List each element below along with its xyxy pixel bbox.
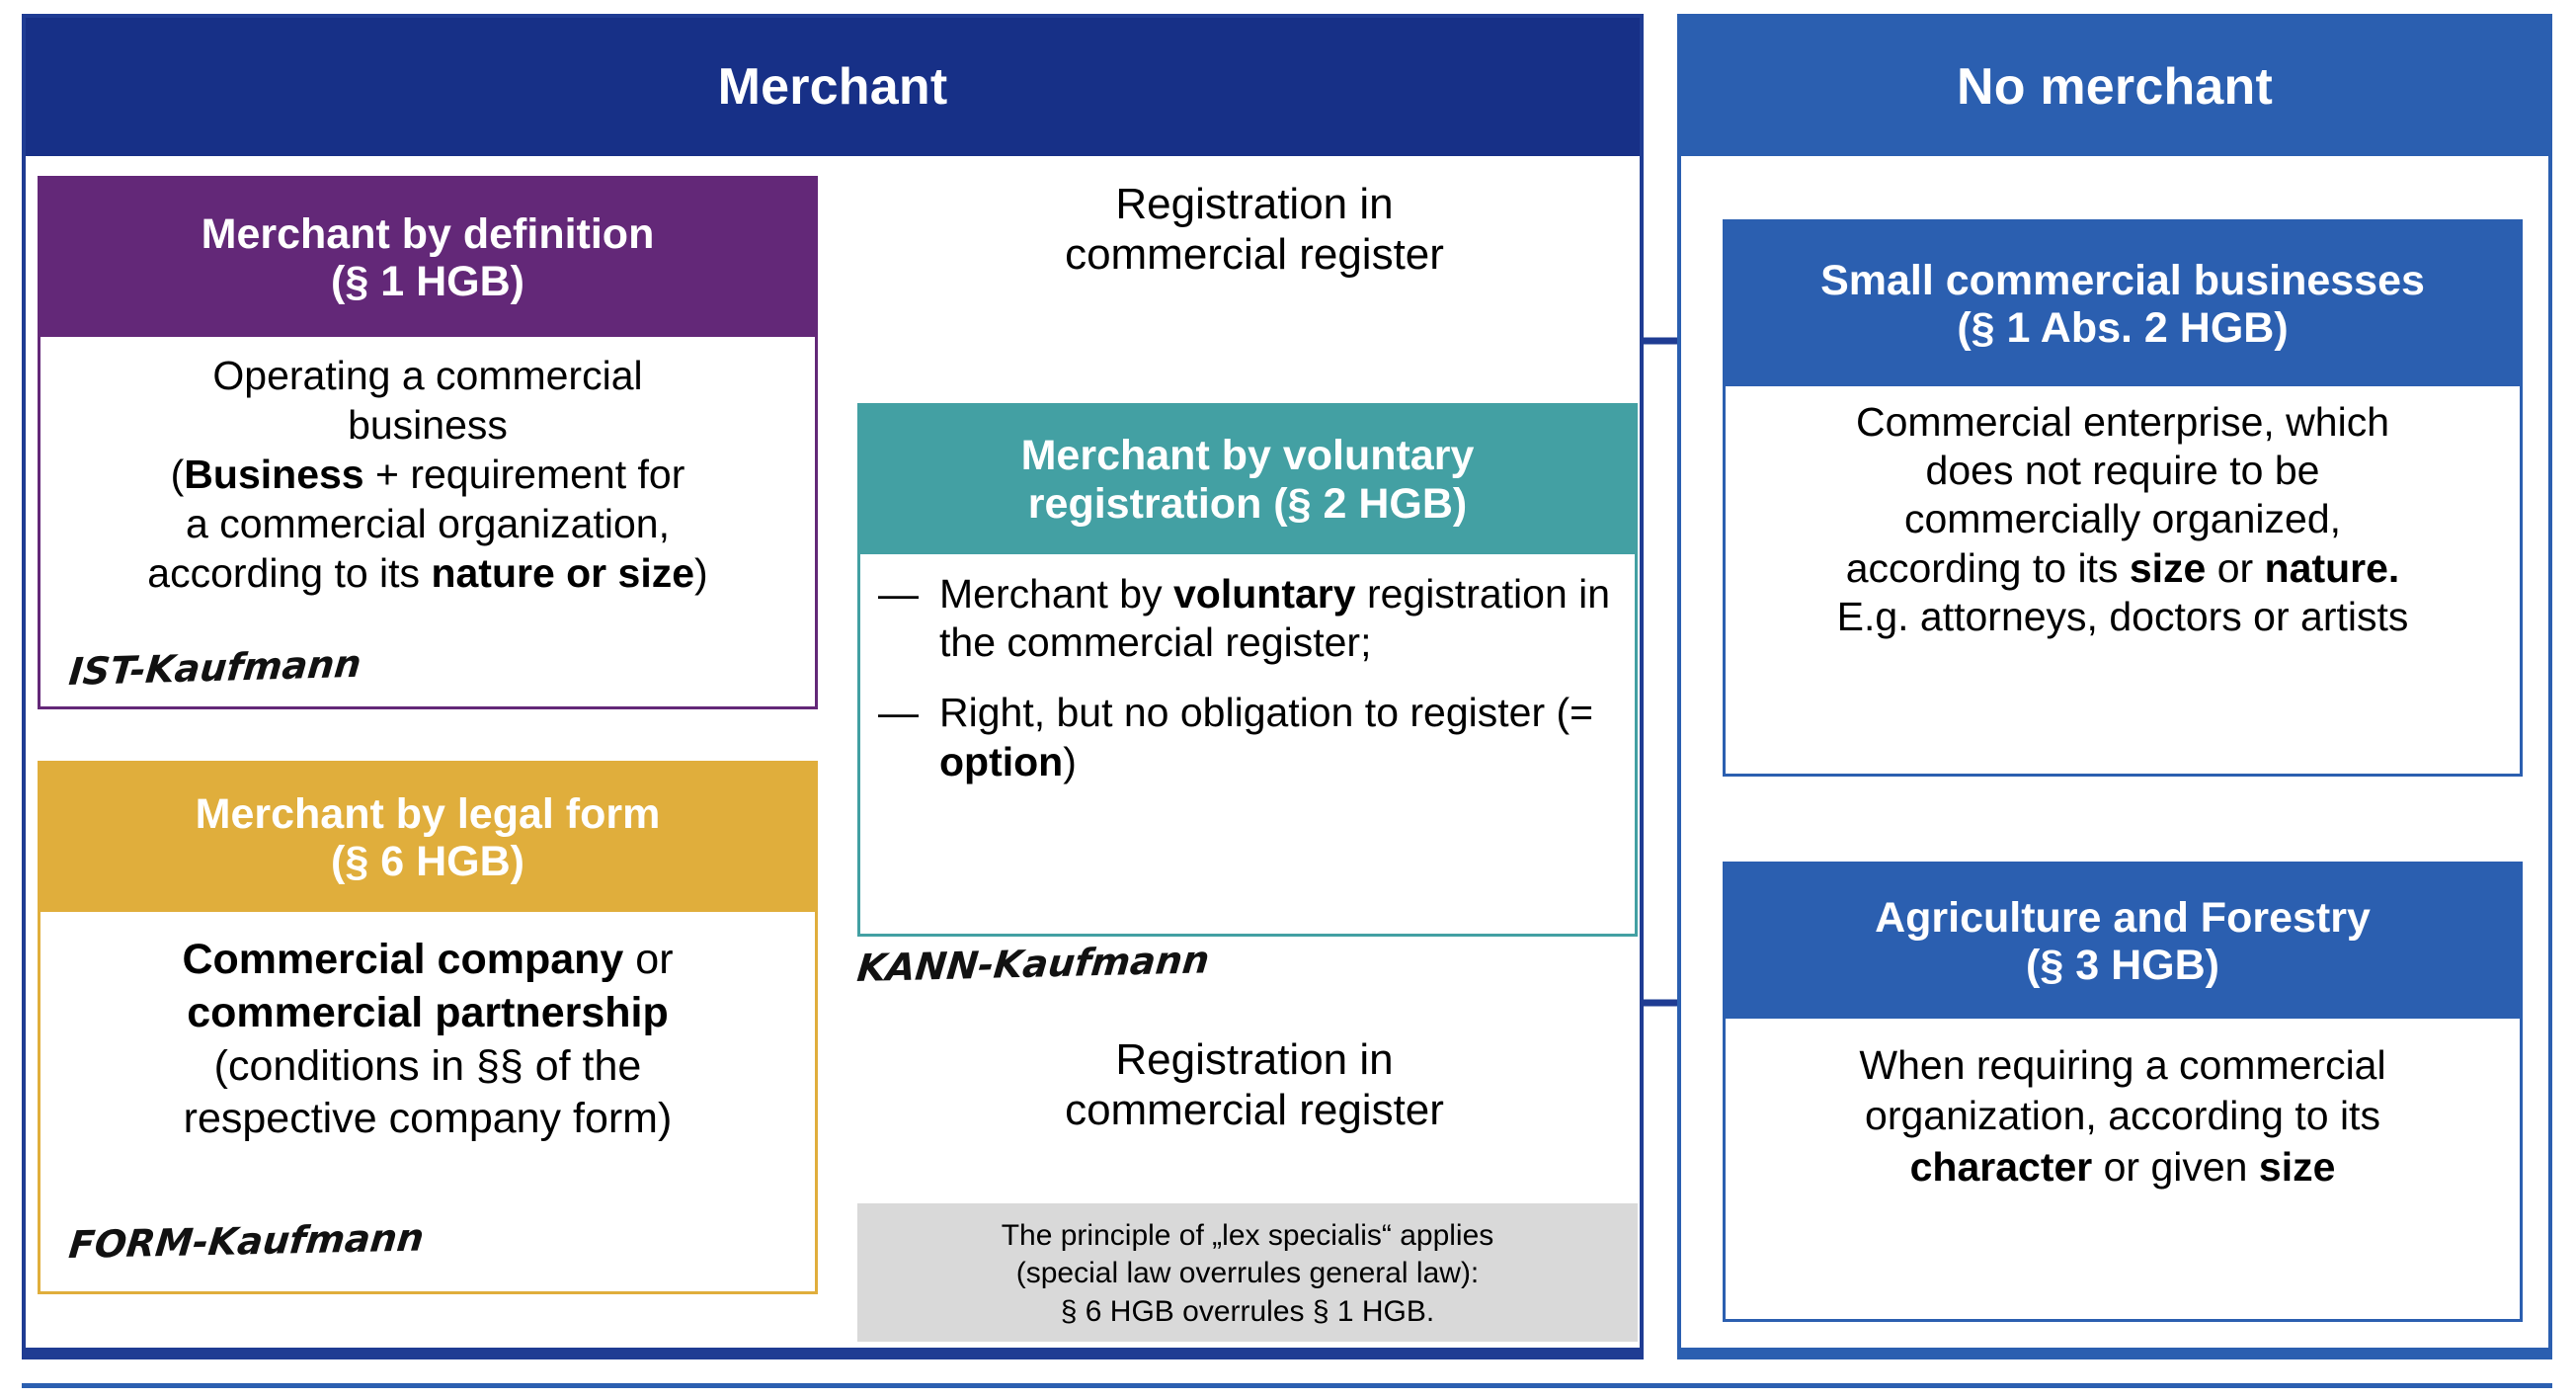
body-line-2: commercial partnership <box>187 988 669 1036</box>
list-item: — Right, but no obligation to register (… <box>878 689 1619 785</box>
body-line-4: a commercial organization, <box>186 501 670 547</box>
list-item-text: Merchant by voluntary registration in th… <box>939 571 1611 666</box>
panel-merchant-bottom-rule <box>22 1348 1644 1359</box>
body-line-3: character or given size <box>1909 1143 2336 1190</box>
body-line-2: business <box>348 402 508 449</box>
body-line-4: according to its size or nature. <box>1845 544 2400 591</box>
card-title-line2: registration (§ 2 HGB) <box>1027 480 1468 528</box>
panel-no-merchant-title: No merchant <box>1681 18 2548 156</box>
card-agriculture-and-forestry: Agriculture and Forestry (§ 3 HGB) When … <box>1723 862 2523 1322</box>
list-item: — Merchant by voluntary registration in … <box>878 570 1619 667</box>
body-line-5: E.g. attorneys, doctors or artists <box>1836 593 2409 639</box>
body-line-2: organization, according to its <box>1865 1093 2380 1139</box>
label-registration-bottom-line1: Registration in <box>1115 1035 1394 1084</box>
label-registration-top: Registration in commercial register <box>948 180 1561 280</box>
body-line-1: Commercial enterprise, which <box>1855 399 2389 445</box>
body-line-4: respective company form) <box>183 1095 673 1143</box>
card-title-line1: Merchant by voluntary <box>1020 431 1475 479</box>
card-agriculture-and-forestry-body: When requiring a commercial organization… <box>1726 1019 2520 1319</box>
label-registration-bottom-line2: commercial register <box>1065 1085 1444 1134</box>
card-merchant-by-voluntary-registration: Merchant by voluntary registration (§ 2 … <box>857 403 1638 937</box>
body-line-1: Commercial company or <box>182 936 674 983</box>
card-merchant-by-legal-form-header: Merchant by legal form (§ 6 HGB) <box>40 764 815 912</box>
card-merchant-by-voluntary-registration-header: Merchant by voluntary registration (§ 2 … <box>860 406 1635 554</box>
card-merchant-by-definition-header: Merchant by definition (§ 1 HGB) <box>40 179 815 337</box>
note-line-3: § 6 HGB overrules § 1 HGB. <box>1060 1294 1435 1328</box>
card-merchant-by-legal-form-body: Commercial company or commercial partner… <box>40 912 815 1291</box>
handwritten-annotation-kann-kaufmann: KANN-Kaufmann <box>854 938 1212 991</box>
list-item-text: Right, but no obligation to register (= … <box>939 690 1594 784</box>
body-line-3: (conditions in §§ of the <box>213 1041 642 1090</box>
body-line-5: according to its nature or size) <box>147 550 708 597</box>
note-line-2: (special law overrules general law): <box>1015 1257 1480 1290</box>
handwritten-annotation-form-kaufmann: FORM-Kaufmann <box>66 1215 427 1268</box>
body-line-2: does not require to be <box>1925 448 2320 494</box>
card-title-line2: (§ 1 HGB) <box>331 258 524 305</box>
label-registration-bottom: Registration in commercial register <box>948 1035 1561 1135</box>
panel-no-merchant-bottom-rule <box>1677 1348 2552 1359</box>
card-title-line1: Small commercial businesses <box>1820 256 2425 304</box>
body-line-3: commercially organized, <box>1903 496 2342 542</box>
body-line-3: (Business + requirement for <box>170 452 685 498</box>
slide-bottom-rule <box>22 1383 2552 1388</box>
card-small-commercial-businesses: Small commercial businesses (§ 1 Abs. 2 … <box>1723 219 2523 777</box>
card-title-line1: Merchant by definition <box>201 209 655 258</box>
note-lex-specialis: The principle of „lex specialis“ applies… <box>857 1203 1638 1342</box>
card-title-line1: Agriculture and Forestry <box>1875 893 2371 942</box>
dash-bullet-icon: — <box>878 571 919 617</box>
card-title-line2: (§ 1 Abs. 2 HGB) <box>1957 304 2289 352</box>
card-small-commercial-businesses-body: Commercial enterprise, which does not re… <box>1726 386 2520 774</box>
card-title-line2: (§ 6 HGB) <box>331 838 524 885</box>
handwritten-annotation-ist-kaufmann: IST-Kaufmann <box>66 641 363 695</box>
label-registration-top-line2: commercial register <box>1065 229 1444 279</box>
dash-bullet-icon: — <box>878 690 919 736</box>
body-line-1: Operating a commercial <box>212 353 643 398</box>
card-merchant-by-legal-form: Merchant by legal form (§ 6 HGB) Commerc… <box>38 761 818 1294</box>
note-line-1: The principle of „lex specialis“ applies <box>1001 1219 1494 1252</box>
panel-merchant-title: Merchant <box>26 18 1640 156</box>
card-small-commercial-businesses-header: Small commercial businesses (§ 1 Abs. 2 … <box>1726 222 2520 386</box>
card-title-line1: Merchant by legal form <box>195 789 661 838</box>
label-registration-top-line1: Registration in <box>1115 180 1394 228</box>
card-agriculture-and-forestry-header: Agriculture and Forestry (§ 3 HGB) <box>1726 864 2520 1019</box>
card-merchant-by-voluntary-registration-body: — Merchant by voluntary registration in … <box>860 554 1635 934</box>
card-merchant-by-definition: Merchant by definition (§ 1 HGB) Operati… <box>38 176 818 709</box>
card-merchant-by-definition-body: Operating a commercial business (Busines… <box>40 337 815 706</box>
body-line-1: When requiring a commercial <box>1859 1042 2386 1088</box>
card-title-line2: (§ 3 HGB) <box>2026 942 2219 989</box>
